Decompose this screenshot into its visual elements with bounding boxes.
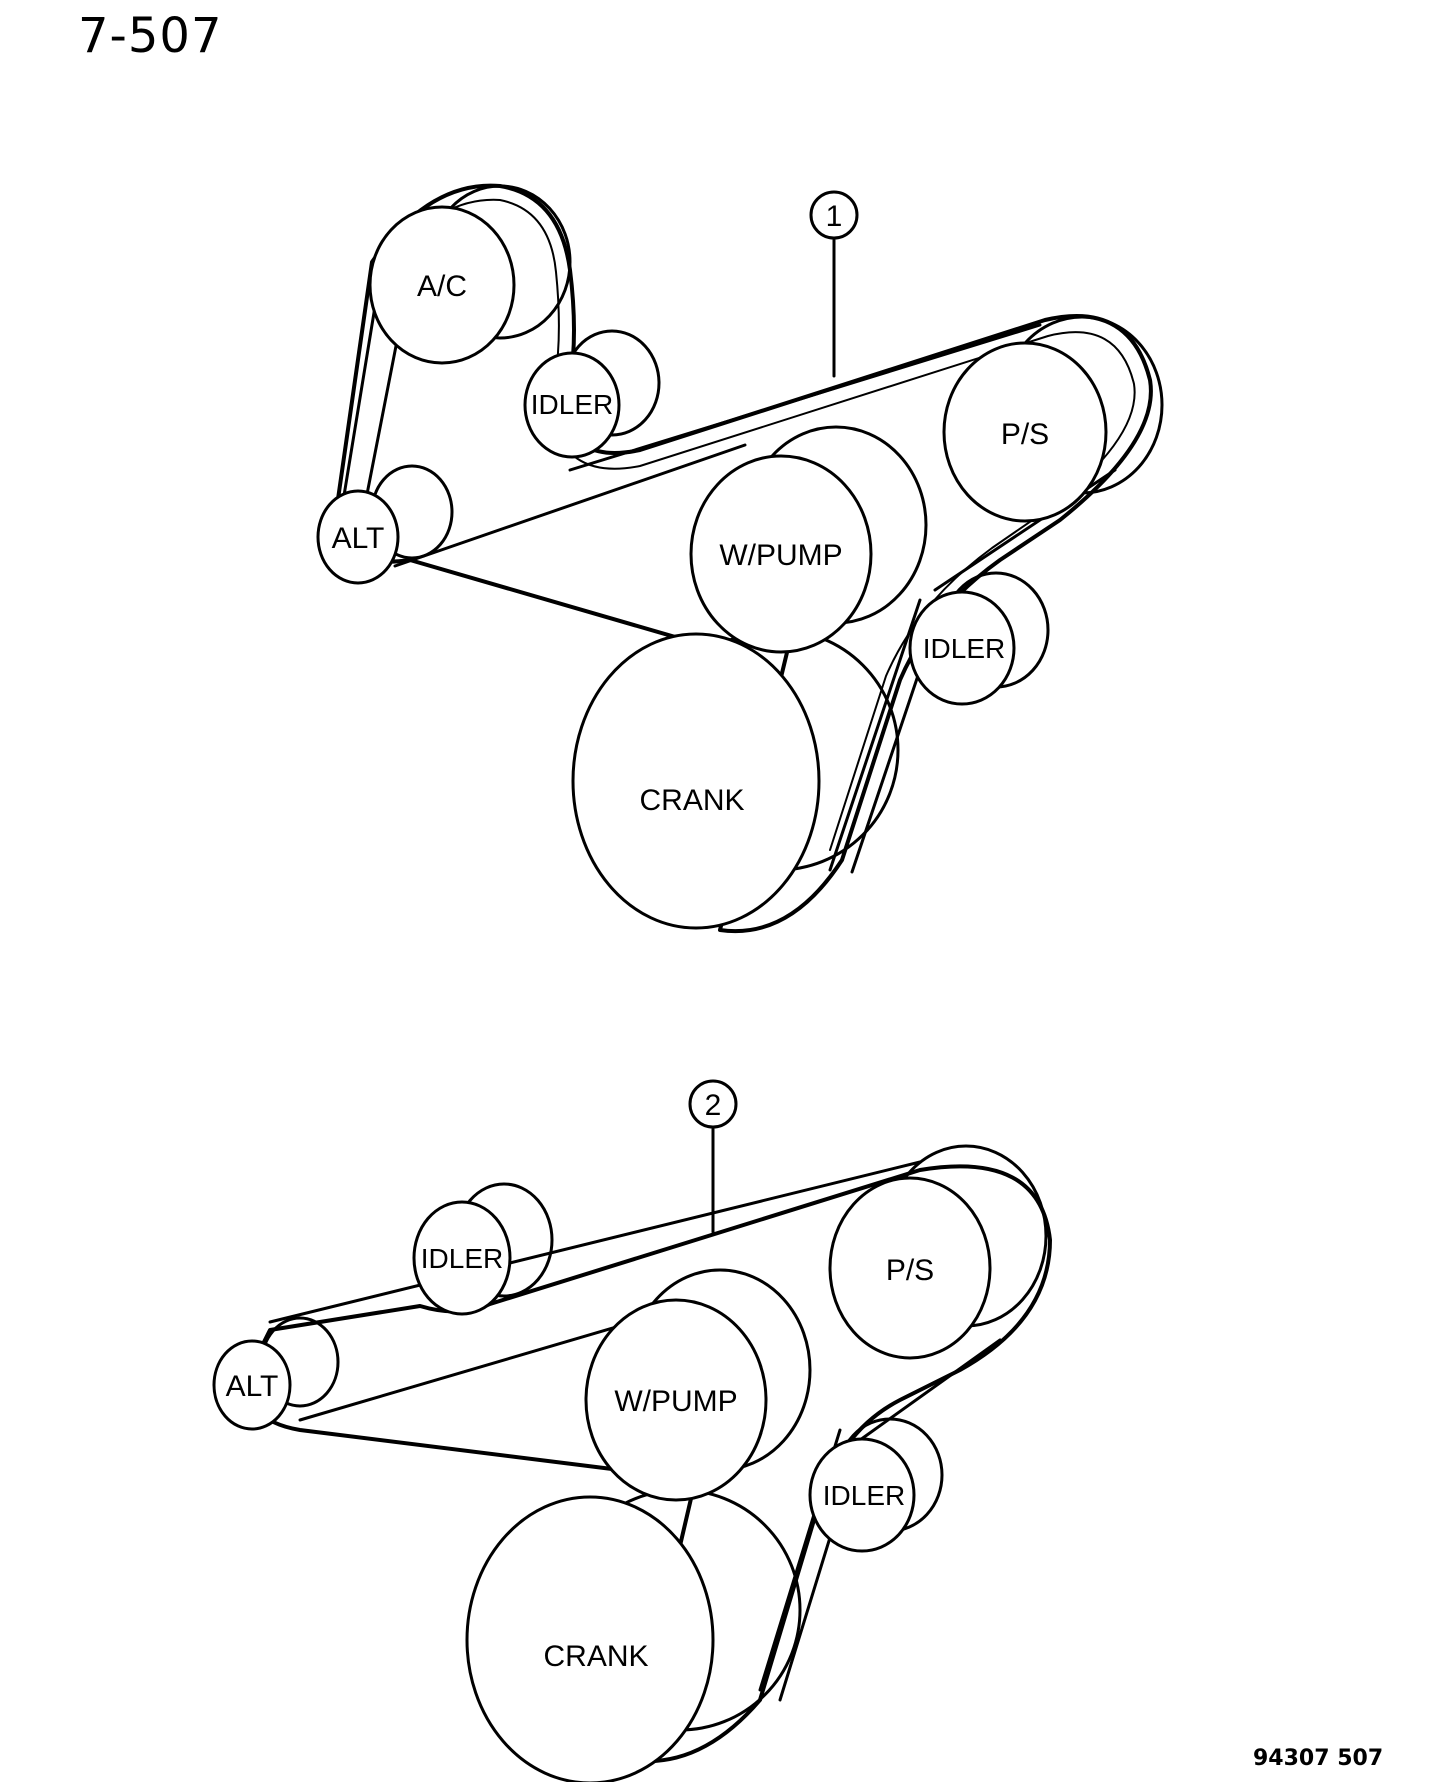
idler-right-pulley: [908, 590, 1016, 706]
idler-right-label-2: IDLER: [823, 1480, 905, 1511]
belt-1-span: [828, 598, 922, 872]
crank-pulley-2: [465, 1495, 715, 1782]
page-code: 7-507: [78, 8, 223, 64]
crank-label-2: CRANK: [543, 1640, 648, 1673]
crank-label: CRANK: [639, 784, 744, 817]
figure-code: 94307 507: [1253, 1746, 1384, 1771]
belt-2-span: [268, 1160, 922, 1324]
belt-1-span: [393, 443, 747, 568]
callout-1-number: 1: [826, 200, 843, 233]
idler-right-label: IDLER: [923, 633, 1005, 664]
alt-label: ALT: [332, 522, 385, 555]
ps-label-2: P/S: [886, 1254, 934, 1287]
ps-pulley: [942, 341, 1108, 523]
diagram-2: IDLER ALT P/S W/PUMP IDLER CRANK 2: [212, 1079, 1052, 1782]
belt-2-span: [858, 1338, 1002, 1442]
diagram-1: A/C IDLER ALT P/S W/PUMP IDLER CRANK 1: [316, 183, 1164, 934]
wpump-pulley: [689, 454, 873, 654]
crank-pulley: [571, 632, 821, 930]
callout-1-circle: [809, 190, 859, 240]
belt-1-span: [338, 274, 382, 522]
wpump-label: W/PUMP: [719, 539, 842, 572]
wpump-label-2: W/PUMP: [614, 1385, 737, 1418]
alt-pulley: [316, 489, 400, 585]
alt-label-2: ALT: [226, 1370, 279, 1403]
idler-top-pulley: [523, 351, 621, 459]
ps-label: P/S: [1001, 418, 1049, 451]
callout-2-number: 2: [705, 1089, 722, 1122]
ac-pulley: [368, 205, 516, 365]
ps-pulley-2: [828, 1176, 992, 1360]
alt-pulley-2: [212, 1339, 292, 1431]
belt-2-span: [298, 1318, 642, 1422]
wpump-pulley-2: [584, 1298, 768, 1502]
idler-top-label: IDLER: [531, 389, 613, 420]
ac-label: A/C: [417, 270, 467, 303]
idler-right-pulley-2: [808, 1437, 916, 1553]
callout-2-circle: [688, 1079, 738, 1129]
idler-top-pulley-2: [412, 1200, 512, 1316]
belt-1-inner: [383, 198, 1136, 851]
belt-1-span: [568, 323, 1042, 472]
idler-top-label-2: IDLER: [421, 1243, 503, 1274]
